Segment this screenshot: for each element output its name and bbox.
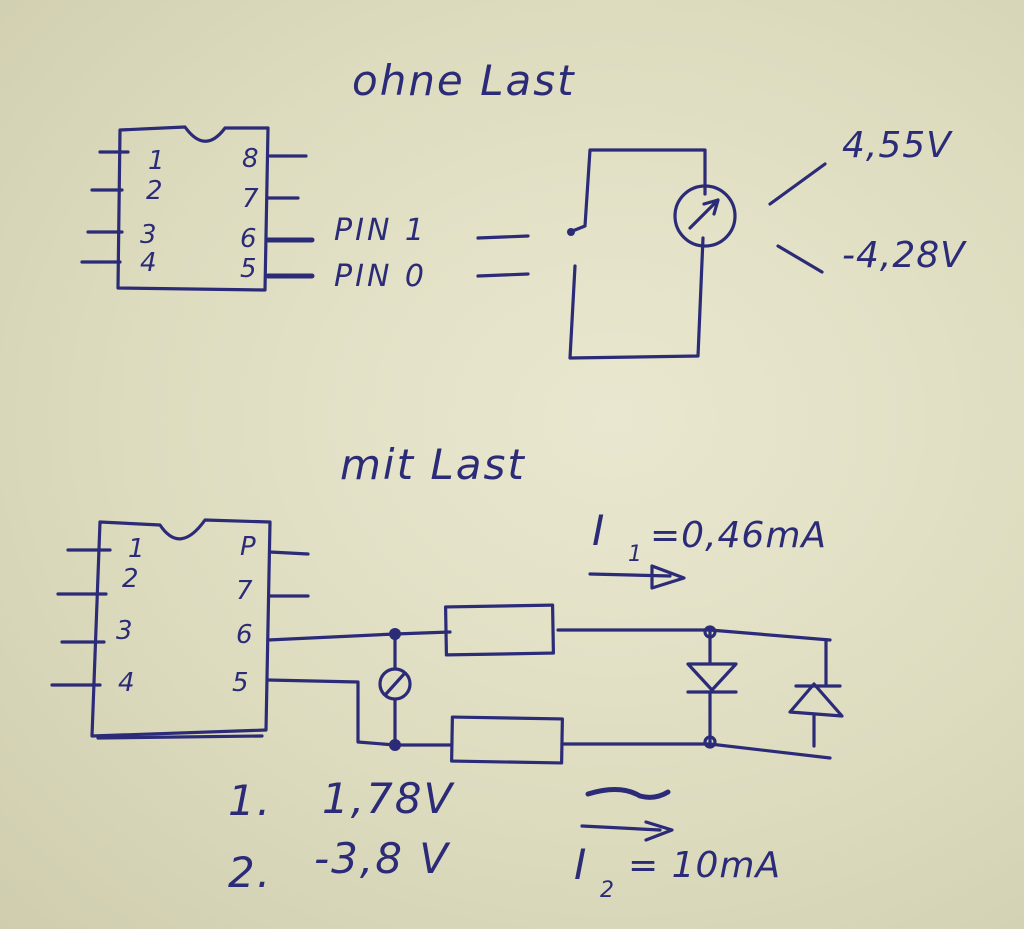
current-2-symbol: I xyxy=(574,840,589,889)
chip-bottom-pin-3: 3 xyxy=(116,616,133,646)
pin-0-label: PIN 0 xyxy=(334,259,428,294)
current-1-value: =0,46mA xyxy=(650,515,828,556)
chip-top-pin-3: 3 xyxy=(140,220,157,250)
chip-bottom-pin-2: 2 xyxy=(122,564,139,594)
reading-pointer-1 xyxy=(768,162,827,206)
chip-bottom-pin-1: 1 xyxy=(128,534,145,564)
title-without-load: ohne Last xyxy=(352,56,576,105)
chip-top-pin-5: 5 xyxy=(240,254,257,284)
current-1-subscript: 1 xyxy=(628,542,642,567)
voltage-reading-2: -4,28V xyxy=(842,235,966,276)
chip-top-pin-1: 1 xyxy=(148,146,165,176)
voltage-reading-1: 4,55V xyxy=(842,125,952,166)
measurement-1-index: 1. xyxy=(228,776,273,825)
pin-1-label: PIN 1 xyxy=(334,213,428,248)
load-network xyxy=(378,564,844,842)
ic-chip-bottom xyxy=(50,518,397,747)
chip-top-pin-2: 2 xyxy=(146,176,163,206)
chip-top-pin-8: 8 xyxy=(242,144,259,174)
current-2-value: = 10mA xyxy=(628,845,782,886)
chip-top-pin-6: 6 xyxy=(240,224,257,254)
chip-bottom-pin-5: 5 xyxy=(232,668,249,698)
title-with-load: mit Last xyxy=(340,440,526,489)
pin-0-dash xyxy=(476,272,530,278)
voltmeter-circuit-top xyxy=(567,148,737,360)
ic-chip-top xyxy=(80,125,315,292)
current-2-subscript: 2 xyxy=(600,878,614,903)
chip-top-pin-4: 4 xyxy=(140,248,157,278)
reading-pointer-2 xyxy=(776,244,824,274)
chip-bottom-pin-7: 7 xyxy=(236,576,253,606)
current-1-symbol: I xyxy=(592,506,607,555)
measurement-2-index: 2. xyxy=(228,848,273,897)
chip-top-pin-7: 7 xyxy=(242,184,259,214)
chip-bottom-pin-6: 6 xyxy=(236,620,253,650)
chip-bottom-pin-4: 4 xyxy=(118,668,135,698)
chip-bottom-pin-8: P xyxy=(240,532,256,562)
measurement-2-value: -3,8 V xyxy=(314,834,451,883)
measurement-1-value: 1,78V xyxy=(322,774,455,823)
pin-1-dash xyxy=(476,234,530,240)
